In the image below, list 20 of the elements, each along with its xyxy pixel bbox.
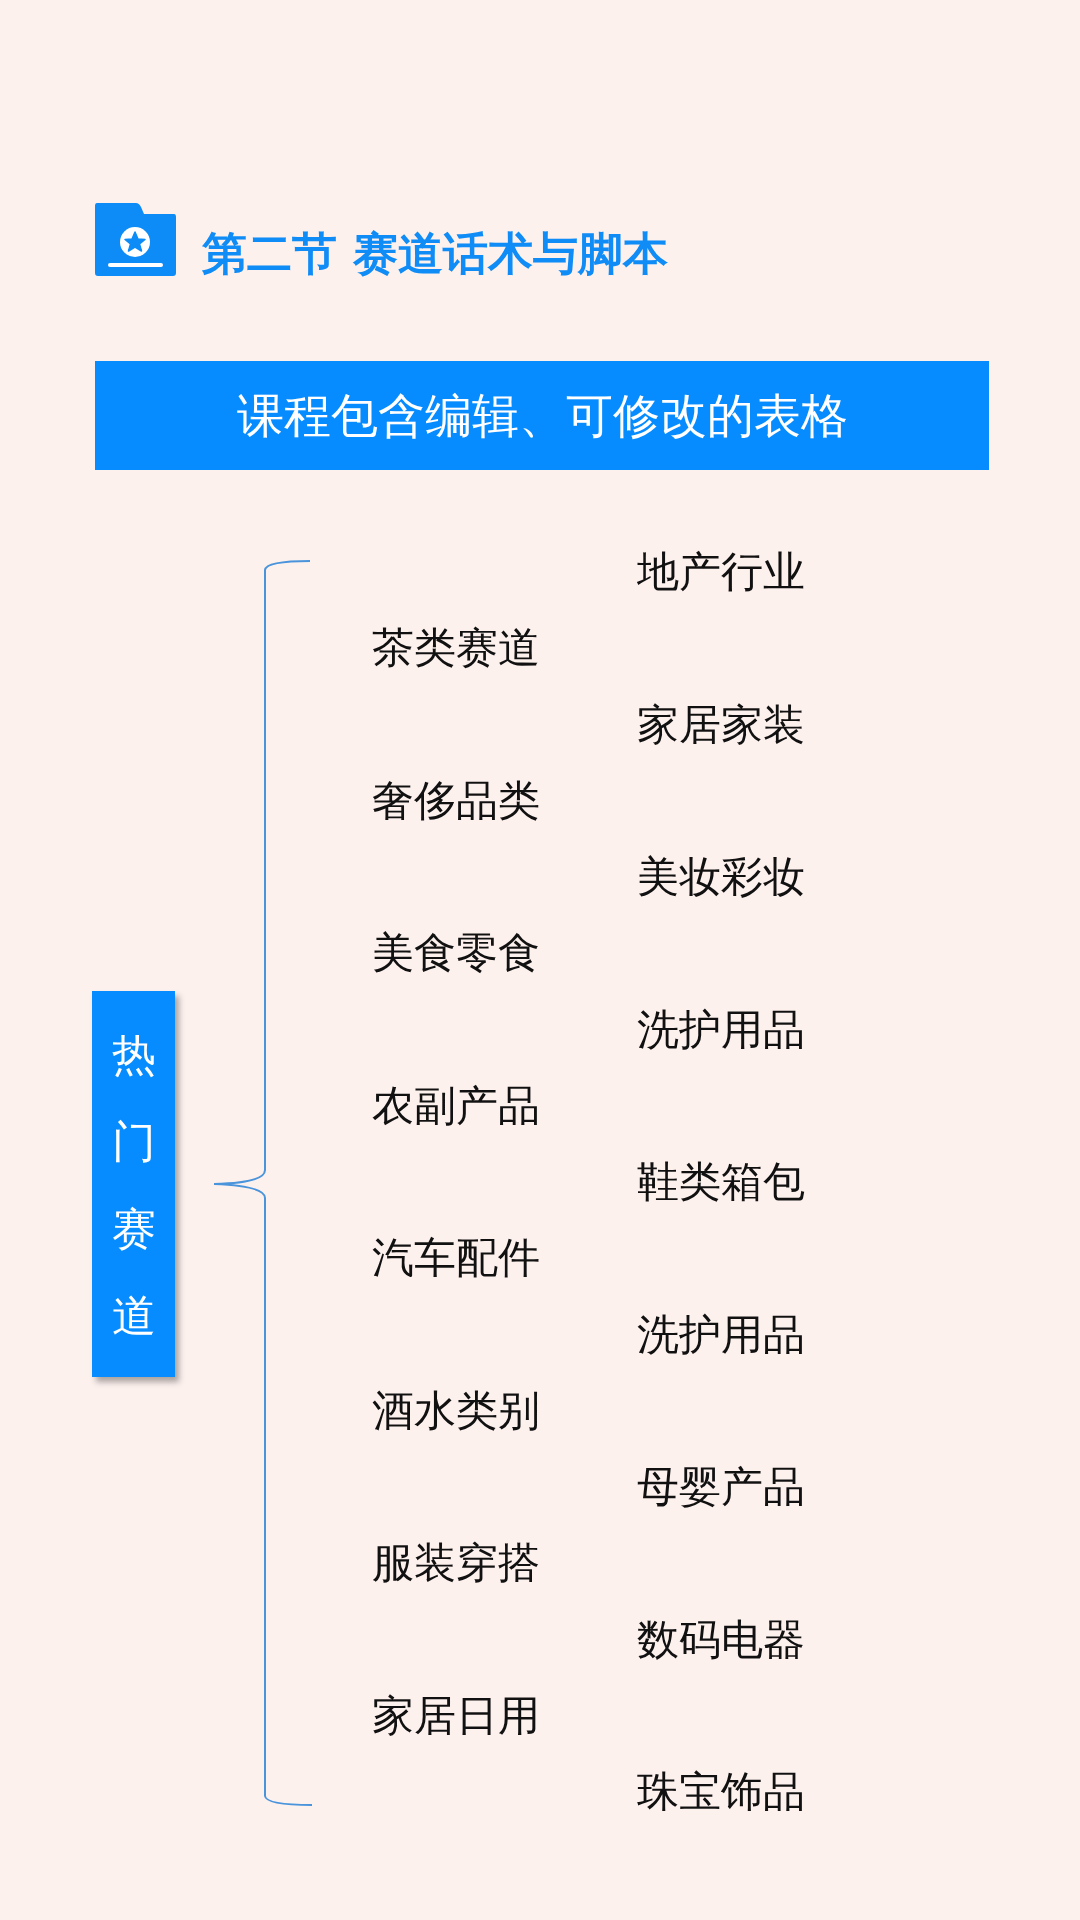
category-label: 家居家装: [637, 699, 805, 750]
category-label: 洗护用品: [637, 1004, 805, 1055]
category-label: 鞋类箱包: [637, 1157, 805, 1207]
category-label: 汽车配件: [372, 1233, 540, 1284]
section-title: 第二节 赛道话术与脚本: [202, 226, 668, 282]
category-label: 母婴产品: [637, 1462, 805, 1512]
category-label: 美妆彩妆: [637, 852, 805, 902]
banner: 课程包含编辑、可修改的表格: [95, 361, 989, 470]
category-label: 珠宝饰品: [637, 1767, 805, 1817]
category-label: 数码电器: [637, 1614, 805, 1665]
category-label: 服装穿搭: [372, 1538, 540, 1589]
category-label: 家居日用: [372, 1690, 540, 1741]
category-label: 洗护用品: [637, 1309, 805, 1360]
category-label: 茶类赛道: [372, 623, 540, 674]
category-label: 地产行业: [637, 547, 805, 597]
category-label: 农副产品: [372, 1080, 540, 1131]
category-label: 美食零食: [372, 928, 540, 979]
category-label: 奢侈品类: [372, 775, 540, 826]
vertical-tag: 热门赛道: [92, 991, 175, 1377]
category-label: 酒水类别: [372, 1385, 540, 1436]
